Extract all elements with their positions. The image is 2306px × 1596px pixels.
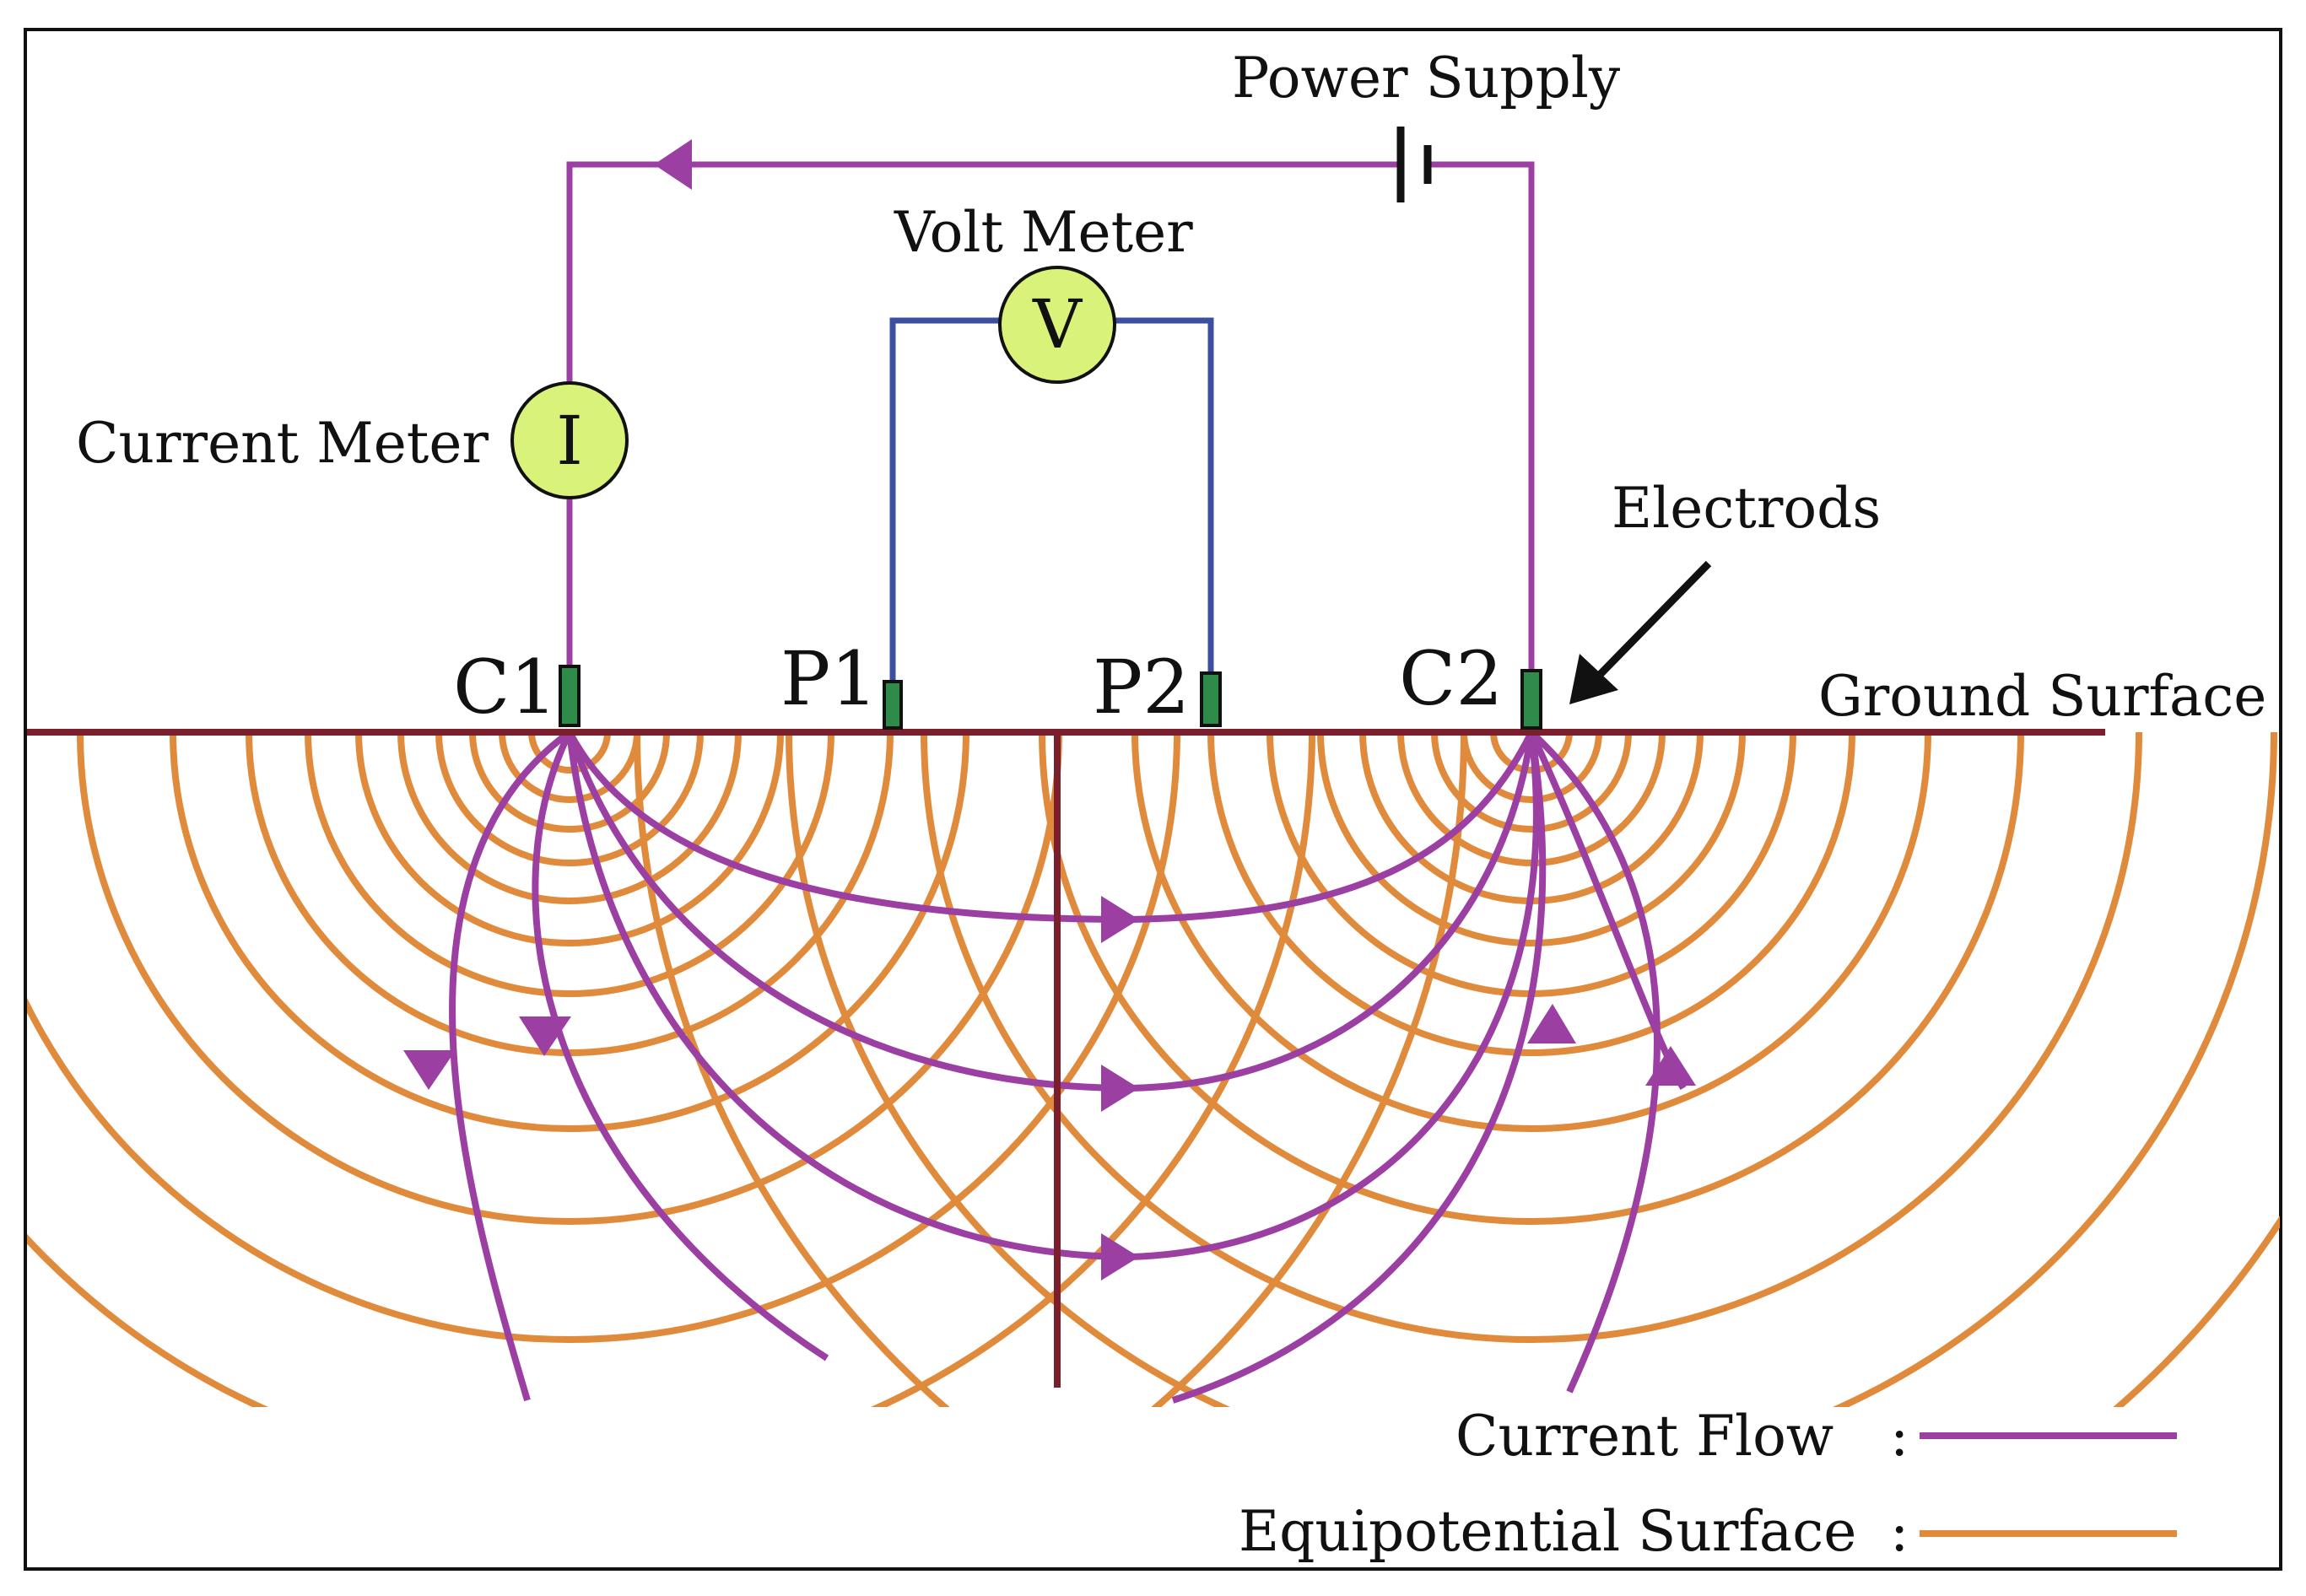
ammeter-symbol: I xyxy=(556,402,583,480)
equipotential-arc xyxy=(355,732,784,946)
voltmeter-symbol: V xyxy=(1032,285,1083,364)
voltmeter-icon: V xyxy=(998,266,1116,384)
legend-separator: : xyxy=(1890,1404,1909,1469)
current-flow-line xyxy=(1130,731,1535,923)
equipotential-arc xyxy=(435,732,704,866)
current-flow-line xyxy=(532,731,829,1361)
electrode-c2 xyxy=(1520,669,1542,730)
equipotential-arc xyxy=(77,732,1062,1225)
ammeter-icon: I xyxy=(510,381,629,499)
current-flow-line xyxy=(566,731,1131,923)
equipotential-arc xyxy=(170,732,969,1132)
electrode-p2 xyxy=(1200,671,1222,727)
legend-current-flow-label: Current Flow xyxy=(1455,1404,1833,1469)
current-meter-label: Current Meter xyxy=(76,411,489,476)
equipotential-arc xyxy=(469,732,670,833)
electrode-p1 xyxy=(883,680,903,730)
equipotential-arc xyxy=(1317,732,1746,946)
equipotential-arc xyxy=(397,732,742,904)
equipotential-arc xyxy=(499,732,640,803)
current-circuit-wire xyxy=(1428,161,1535,721)
current-circuit-wire xyxy=(566,161,1401,721)
electrode-c1 xyxy=(559,665,581,727)
equipotential-arc xyxy=(528,732,611,774)
equipotential-arc xyxy=(1039,732,2024,1225)
flow-arrowhead xyxy=(519,1016,571,1056)
legend: Current Flow : Equipotential Surface : xyxy=(1239,1404,2177,1564)
equipotential-arc xyxy=(305,732,834,997)
equipotential-arc xyxy=(1207,732,1855,1056)
flow-arrowhead xyxy=(403,1050,456,1090)
current-flow-line xyxy=(1529,730,1661,1394)
battery-icon xyxy=(1396,127,1432,202)
flow-arrowhead xyxy=(1527,1004,1576,1043)
flow-arrowhead xyxy=(1101,896,1139,943)
current-flow-line xyxy=(1130,731,1535,1092)
equipotential-arc xyxy=(1431,732,1632,833)
current-flow-lines xyxy=(449,729,1687,1404)
electrodes-label: Electrods xyxy=(1612,476,1881,541)
ground-surface-label: Ground Surface xyxy=(1818,664,2266,729)
current-flow-line xyxy=(1171,731,1547,1404)
equipotential-arc xyxy=(1461,732,1602,803)
electrode-p2-label: P2 xyxy=(1093,644,1190,731)
electrode-p1-label: P1 xyxy=(780,635,878,722)
electrode-c1-label: C1 xyxy=(453,644,557,731)
electrodes xyxy=(559,665,1542,730)
pointer-arrow-icon xyxy=(1569,560,1712,704)
current-flow-line xyxy=(566,731,1131,1260)
flow-arrowheads xyxy=(403,139,1696,1281)
volt-meter-label: Volt Meter xyxy=(894,200,1193,265)
current-flow-line xyxy=(566,731,1131,1092)
equipotential-arc xyxy=(921,732,2142,1343)
equipotential-arc xyxy=(27,732,1180,1343)
equipotential-arc xyxy=(1490,732,1573,774)
equipotential-arc xyxy=(1131,732,1931,1132)
current-flow-line xyxy=(1130,731,1540,1260)
power-supply-label: Power Supply xyxy=(1232,46,1621,111)
electrode-c2-label: C2 xyxy=(1399,635,1503,722)
flow-arrowhead xyxy=(1101,1065,1139,1112)
legend-equipotential-label: Equipotential Surface xyxy=(1239,1499,1856,1564)
flow-arrowhead xyxy=(1101,1233,1139,1281)
legend-separator: : xyxy=(1890,1499,1909,1564)
flow-arrowhead xyxy=(1645,1046,1696,1086)
